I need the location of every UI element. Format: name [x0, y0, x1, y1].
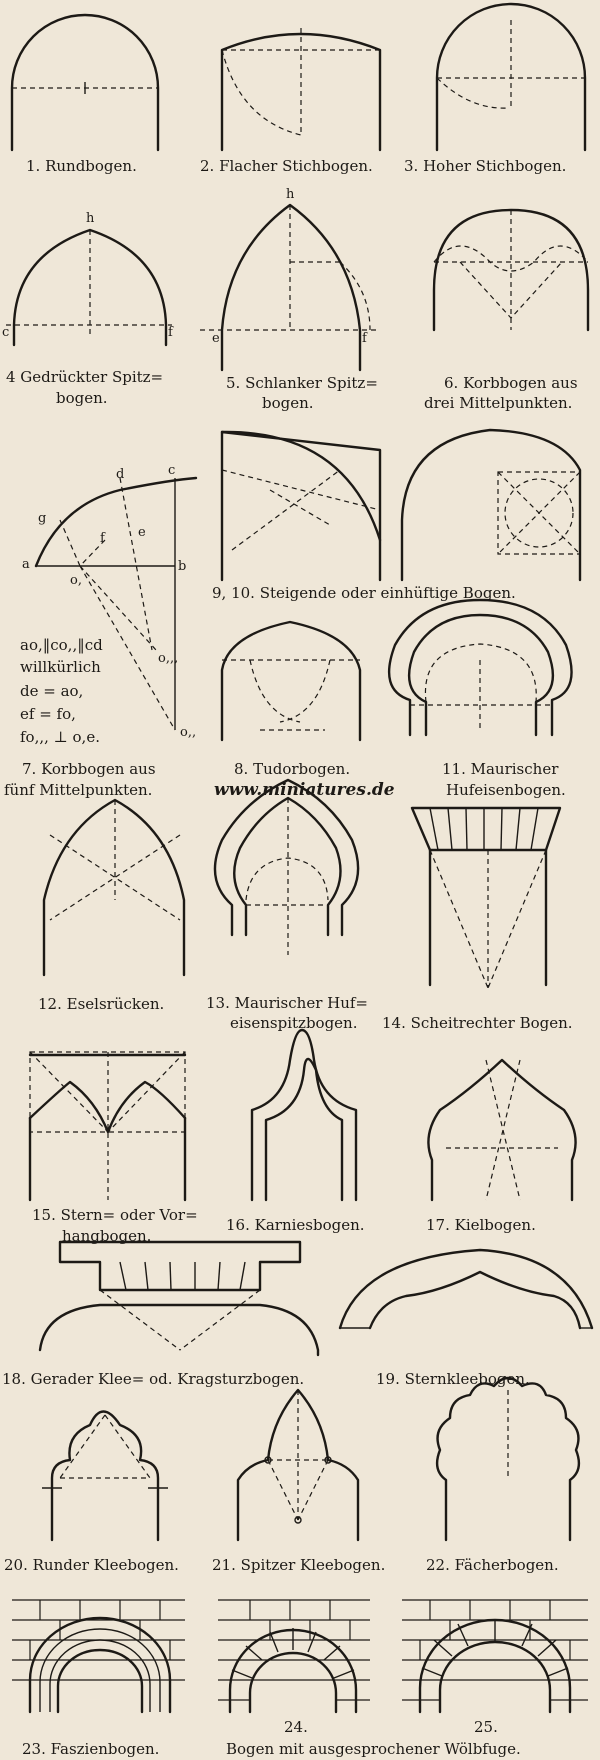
- fig4-point-h: h: [86, 211, 95, 226]
- fig12-ogee-donkey-back-arch: [42, 798, 186, 977]
- fig7-note-line1: ao,‖co,,‖cd: [20, 636, 103, 654]
- fig7-point-c: c: [168, 463, 176, 478]
- fig7-note-line2: willkürlich: [20, 658, 101, 676]
- fig19-star-trefoil-arch: [338, 1248, 594, 1330]
- caption-fig21: 21. Spitzer Kleebogen.: [212, 1556, 386, 1574]
- caption-fig17: 17. Kielbogen.: [426, 1216, 536, 1234]
- fig16-ogee-karnies-arch: [250, 1028, 358, 1202]
- caption-fig1: 1. Rundbogen.: [26, 157, 137, 175]
- caption-fig13-line2: eisenspitzbogen.: [230, 1014, 358, 1032]
- caption-fig7-line1: 7. Korbbogen aus: [22, 760, 156, 778]
- caption-fig8: 8. Tudorbogen.: [234, 760, 351, 778]
- caption-fig22: 22. Fächerbogen.: [426, 1556, 559, 1574]
- fig7-point-b: b: [178, 559, 187, 574]
- fig7-point-e: e: [138, 525, 146, 540]
- fig4-point-f: f: [168, 325, 173, 340]
- fig24-arch-with-voussoirs: [218, 1599, 370, 1714]
- caption-fig15-line2: hangbogen.: [62, 1227, 152, 1245]
- fig7-point-a: a: [22, 557, 30, 572]
- fig7-point-f: f: [100, 531, 105, 546]
- fig7-five-centred-arch-construction: [34, 476, 198, 731]
- fig7-point-d: d: [116, 467, 125, 482]
- caption-fig14: 14. Scheitrechter Bogen.: [382, 1014, 573, 1032]
- fig5-point-e: e: [212, 331, 220, 346]
- fig11-moorish-horseshoe-arch: [387, 598, 573, 737]
- fig4-depressed-pointed-arch: [6, 228, 172, 347]
- caption-fig25-number: 25.: [474, 1718, 498, 1736]
- caption-fig18: 18. Gerader Klee= od. Kragsturzbogen.: [2, 1370, 305, 1388]
- fig7-point-o2: o,,: [180, 725, 197, 740]
- fig14-flat-lintel-arch: [410, 806, 562, 989]
- caption-fig5-line1: 5. Schlanker Spitz=: [226, 374, 378, 392]
- fig7-note-line5: fo,,, ⊥ o,e.: [20, 728, 100, 746]
- caption-fig2: 2. Flacher Stichbogen.: [200, 157, 373, 175]
- fig20-round-trefoil-arch: [42, 1410, 168, 1542]
- fig5-slender-pointed-arch: [200, 203, 378, 372]
- fig9-rampant-arch: [220, 430, 382, 582]
- caption-fig11-line1: 11. Maurischer: [442, 760, 559, 778]
- fig2-flat-segmental-arch: [220, 28, 382, 152]
- fig7-note-line4: ef = fo,: [20, 705, 76, 723]
- caption-fig24-number: 24.: [284, 1718, 308, 1736]
- fig7-point-o3: o,,,: [158, 651, 179, 666]
- caption-fig6-line1: 6. Korbbogen aus: [444, 374, 578, 392]
- caption-fig4-line2: bogen.: [56, 389, 108, 407]
- fig15-star-curtain-arch: [28, 1051, 187, 1202]
- caption-fig24-25: Bogen mit ausgesprochener Wölbfuge.: [226, 1740, 521, 1758]
- fig10-rampant-arch: [400, 428, 582, 582]
- fig23-fascia-arch: [12, 1599, 185, 1714]
- fig6-three-centred-arch: [432, 208, 590, 332]
- fig22-fan-arch: [435, 1376, 581, 1542]
- caption-fig9-10: 9, 10. Steigende oder einhüftige Bogen.: [212, 584, 516, 602]
- fig7-point-o1: o,: [70, 573, 82, 588]
- caption-fig6-line2: drei Mittelpunkten.: [424, 394, 573, 412]
- caption-fig3: 3. Hoher Stichbogen.: [404, 157, 567, 175]
- caption-fig15-line1: 15. Stern= oder Vor=: [32, 1206, 198, 1224]
- fig1-round-arch: [10, 13, 160, 152]
- fig13-moorish-horseshoe-pointed-arch: [213, 778, 360, 955]
- fig5-point-f: f: [362, 331, 367, 346]
- fig25-arch-with-voussoirs: [402, 1599, 588, 1714]
- caption-fig19: 19. Sternkleebogen.: [376, 1370, 530, 1388]
- fig21-pointed-trefoil-arch: [236, 1388, 360, 1542]
- fig7-note-line3: de = ao,: [20, 682, 84, 700]
- caption-fig12: 12. Eselsrücken.: [38, 995, 165, 1013]
- caption-fig23: 23. Faszienbogen.: [22, 1740, 160, 1758]
- caption-fig20: 20. Runder Kleebogen.: [4, 1556, 179, 1574]
- fig4-point-c: c: [2, 325, 10, 340]
- caption-fig13-line1: 13. Maurischer Huf=: [206, 994, 368, 1012]
- caption-fig5-line2: bogen.: [262, 394, 314, 412]
- fig8-tudor-arch: [220, 620, 362, 742]
- caption-fig16: 16. Karniesbogen.: [226, 1216, 365, 1234]
- fig17-keel-arch: [427, 1058, 577, 1202]
- fig7-point-g: g: [38, 511, 47, 526]
- fig3-high-segmental-arch: [435, 2, 587, 152]
- caption-fig7-line2: fünf Mittelpunkten.: [4, 781, 153, 799]
- fig5-point-h: h: [286, 187, 295, 202]
- caption-fig4-line1: 4 Gedrückter Spitz=: [6, 368, 164, 386]
- watermark-url: www.miniatures.de: [214, 780, 395, 800]
- fig18-straight-trefoil-corbel-arch: [38, 1240, 320, 1357]
- caption-fig11-line2: Hufeisenbogen.: [446, 781, 566, 799]
